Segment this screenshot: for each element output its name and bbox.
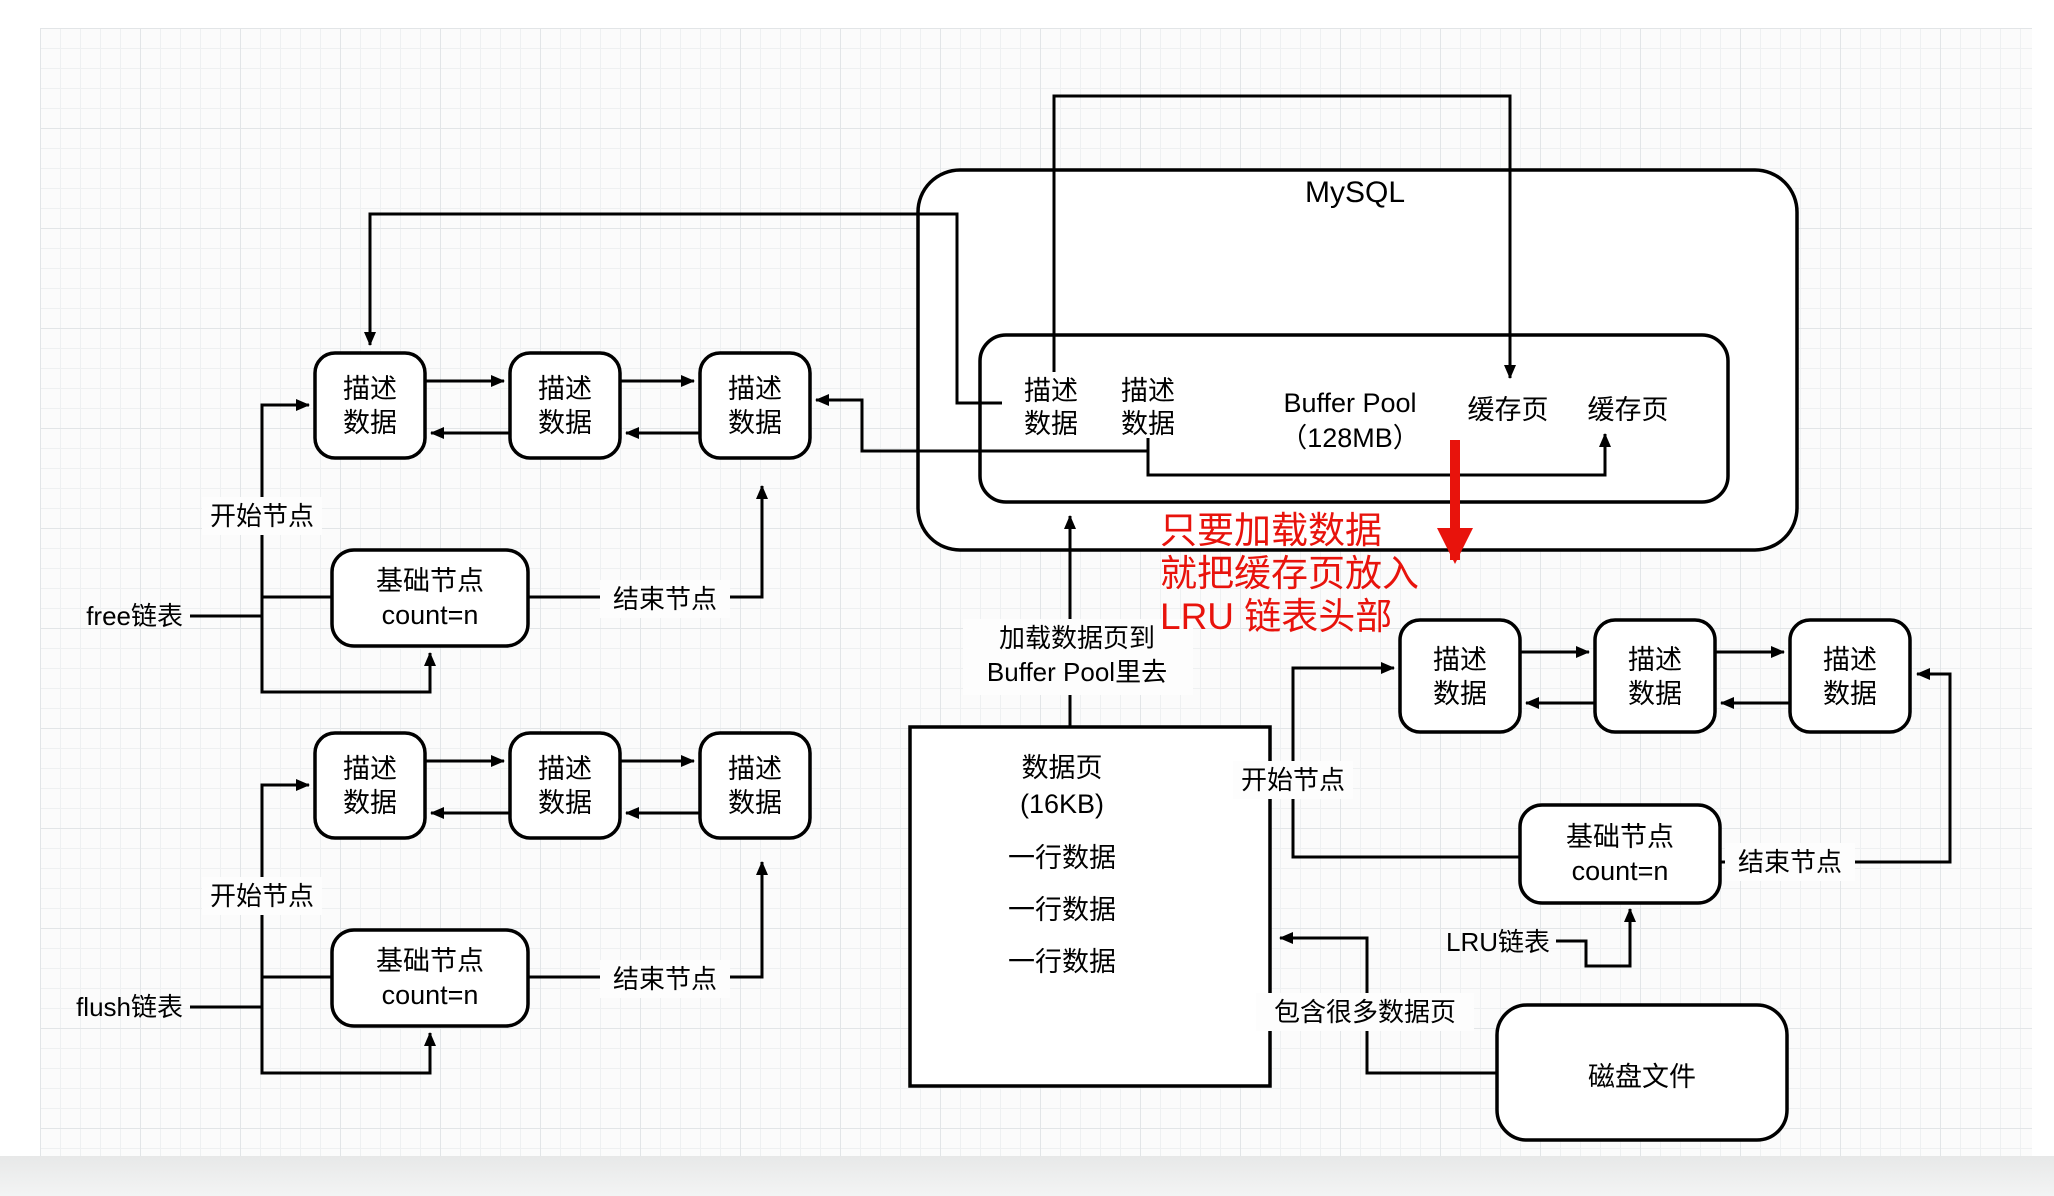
bp-descriptor2-line1: 描述: [1121, 376, 1175, 406]
svg-text:count=n: count=n: [382, 600, 479, 630]
svg-text:描述: 描述: [538, 374, 592, 404]
connector-bp-descriptor2-to-free-list-tail: [815, 394, 1148, 453]
svg-text:数据: 数据: [343, 788, 397, 818]
disk-file-box: 磁盘文件: [1495, 1003, 1789, 1142]
svg-text:描述: 描述: [538, 754, 592, 784]
svg-text:结束节点: 结束节点: [613, 584, 717, 614]
svg-text:数据: 数据: [728, 408, 782, 438]
canvas-bottom-strip: [0, 1156, 2054, 1196]
svg-text:数据: 数据: [538, 788, 592, 818]
free-list-label: free链表: [86, 601, 183, 631]
svg-text:数据: 数据: [728, 788, 782, 818]
free-end-node-label: 结束节点: [600, 580, 730, 618]
data-page-size: (16KB): [1020, 789, 1104, 819]
flush-list-to-base-bottom-line: [260, 977, 436, 1075]
contains-pages-label: 包含很多数据页: [1256, 993, 1474, 1031]
connector-bp-descriptor1-to-free-list: [364, 212, 1002, 405]
lru-list-base-node: 基础节点 count=n: [1518, 803, 1722, 905]
data-page-title: 数据页: [1022, 753, 1103, 783]
flush-list-end-node-line: [528, 861, 768, 979]
flush-list-descriptor-3: 描述 数据: [698, 731, 812, 840]
red-note-line2: 就把缓存页放入: [1160, 553, 1419, 594]
lru-start-node-label: 开始节点: [1233, 761, 1353, 799]
svg-text:描述: 描述: [343, 754, 397, 784]
lru-end-node-label: 结束节点: [1725, 843, 1855, 881]
svg-text:基础节点: 基础节点: [1566, 822, 1674, 852]
svg-text:结束节点: 结束节点: [1738, 847, 1842, 877]
free-list-descriptor-3: 描述 数据: [698, 351, 812, 460]
buffer-pool-size: （128MB）: [1280, 423, 1420, 453]
svg-text:基础节点: 基础节点: [376, 946, 484, 976]
svg-text:Buffer Pool里去: Buffer Pool里去: [987, 657, 1167, 687]
svg-text:基础节点: 基础节点: [376, 566, 484, 596]
svg-text:描述: 描述: [343, 374, 397, 404]
free-list-to-base-bottom-line: [260, 597, 436, 694]
buffer-pool-title: Buffer Pool: [1283, 388, 1416, 418]
svg-text:数据: 数据: [1433, 679, 1487, 709]
svg-text:数据: 数据: [1628, 679, 1682, 709]
red-note-line1: 只要加载数据: [1160, 510, 1382, 551]
svg-text:描述: 描述: [1433, 645, 1487, 675]
flush-end-node-label: 结束节点: [600, 960, 730, 998]
svg-text:描述: 描述: [1823, 645, 1877, 675]
lru-list-descriptor-1: 描述 数据: [1398, 618, 1522, 734]
bp-descriptor2-line2: 数据: [1121, 409, 1175, 439]
flush-list-descriptor-1: 描述 数据: [313, 731, 427, 840]
flush-list-base-node: 基础节点 count=n: [330, 928, 530, 1028]
free-list-descriptor-2: 描述 数据: [508, 351, 622, 460]
flush-start-node-label: 开始节点: [202, 877, 322, 915]
data-row-3: 一行数据: [1008, 947, 1116, 977]
svg-text:count=n: count=n: [382, 980, 479, 1010]
red-note: 只要加载数据 就把缓存页放入 LRU 链表头部: [1160, 510, 1419, 637]
lru-list-descriptor-3: 描述 数据: [1788, 618, 1912, 734]
data-row-1: 一行数据: [1008, 843, 1116, 873]
svg-text:数据: 数据: [343, 408, 397, 438]
bp-descriptor1-line1: 描述: [1024, 376, 1078, 406]
svg-text:描述: 描述: [728, 754, 782, 784]
svg-text:数据: 数据: [538, 408, 592, 438]
svg-text:包含很多数据页: 包含很多数据页: [1274, 997, 1456, 1027]
lru-list-label: LRU链表: [1446, 927, 1550, 957]
buffer-pool-box: 描述 数据 描述 数据 Buffer Pool （128MB） 缓存页 缓存页: [978, 333, 1730, 504]
svg-text:加载数据页到: 加载数据页到: [999, 623, 1155, 653]
svg-text:开始节点: 开始节点: [1241, 765, 1345, 795]
load-to-buffer-pool-label: 加载数据页到 Buffer Pool里去: [963, 619, 1193, 695]
mysql-label: MySQL: [1305, 176, 1405, 209]
free-start-node-label: 开始节点: [202, 497, 322, 535]
flush-list-descriptor-2: 描述 数据: [508, 731, 622, 840]
connector-descriptor1-to-cachepage1: [1052, 94, 1516, 379]
cache-page-2: 缓存页: [1588, 395, 1669, 425]
flush-list-label: flush链表: [76, 992, 183, 1022]
svg-text:count=n: count=n: [1572, 856, 1669, 886]
svg-text:描述: 描述: [1628, 645, 1682, 675]
lru-list-descriptor-2: 描述 数据: [1593, 618, 1717, 734]
red-note-line3: LRU 链表头部: [1160, 596, 1392, 637]
lru-list-label-line: [1556, 908, 1636, 968]
svg-text:开始节点: 开始节点: [210, 501, 314, 531]
free-list-descriptor-1: 描述 数据: [313, 351, 427, 460]
svg-text:描述: 描述: [728, 374, 782, 404]
free-list-base-node: 基础节点 count=n: [330, 548, 530, 648]
svg-text:开始节点: 开始节点: [210, 881, 314, 911]
disk-file-label: 磁盘文件: [1588, 1062, 1696, 1092]
svg-text:结束节点: 结束节点: [613, 964, 717, 994]
bp-descriptor1-line2: 数据: [1024, 409, 1078, 439]
connector-descriptor2-to-cachepage2: [1146, 433, 1611, 477]
data-page-box: 数据页 (16KB) 一行数据 一行数据 一行数据: [908, 725, 1272, 1088]
svg-text:数据: 数据: [1823, 679, 1877, 709]
cache-page-1: 缓存页: [1468, 395, 1549, 425]
data-row-2: 一行数据: [1008, 895, 1116, 925]
